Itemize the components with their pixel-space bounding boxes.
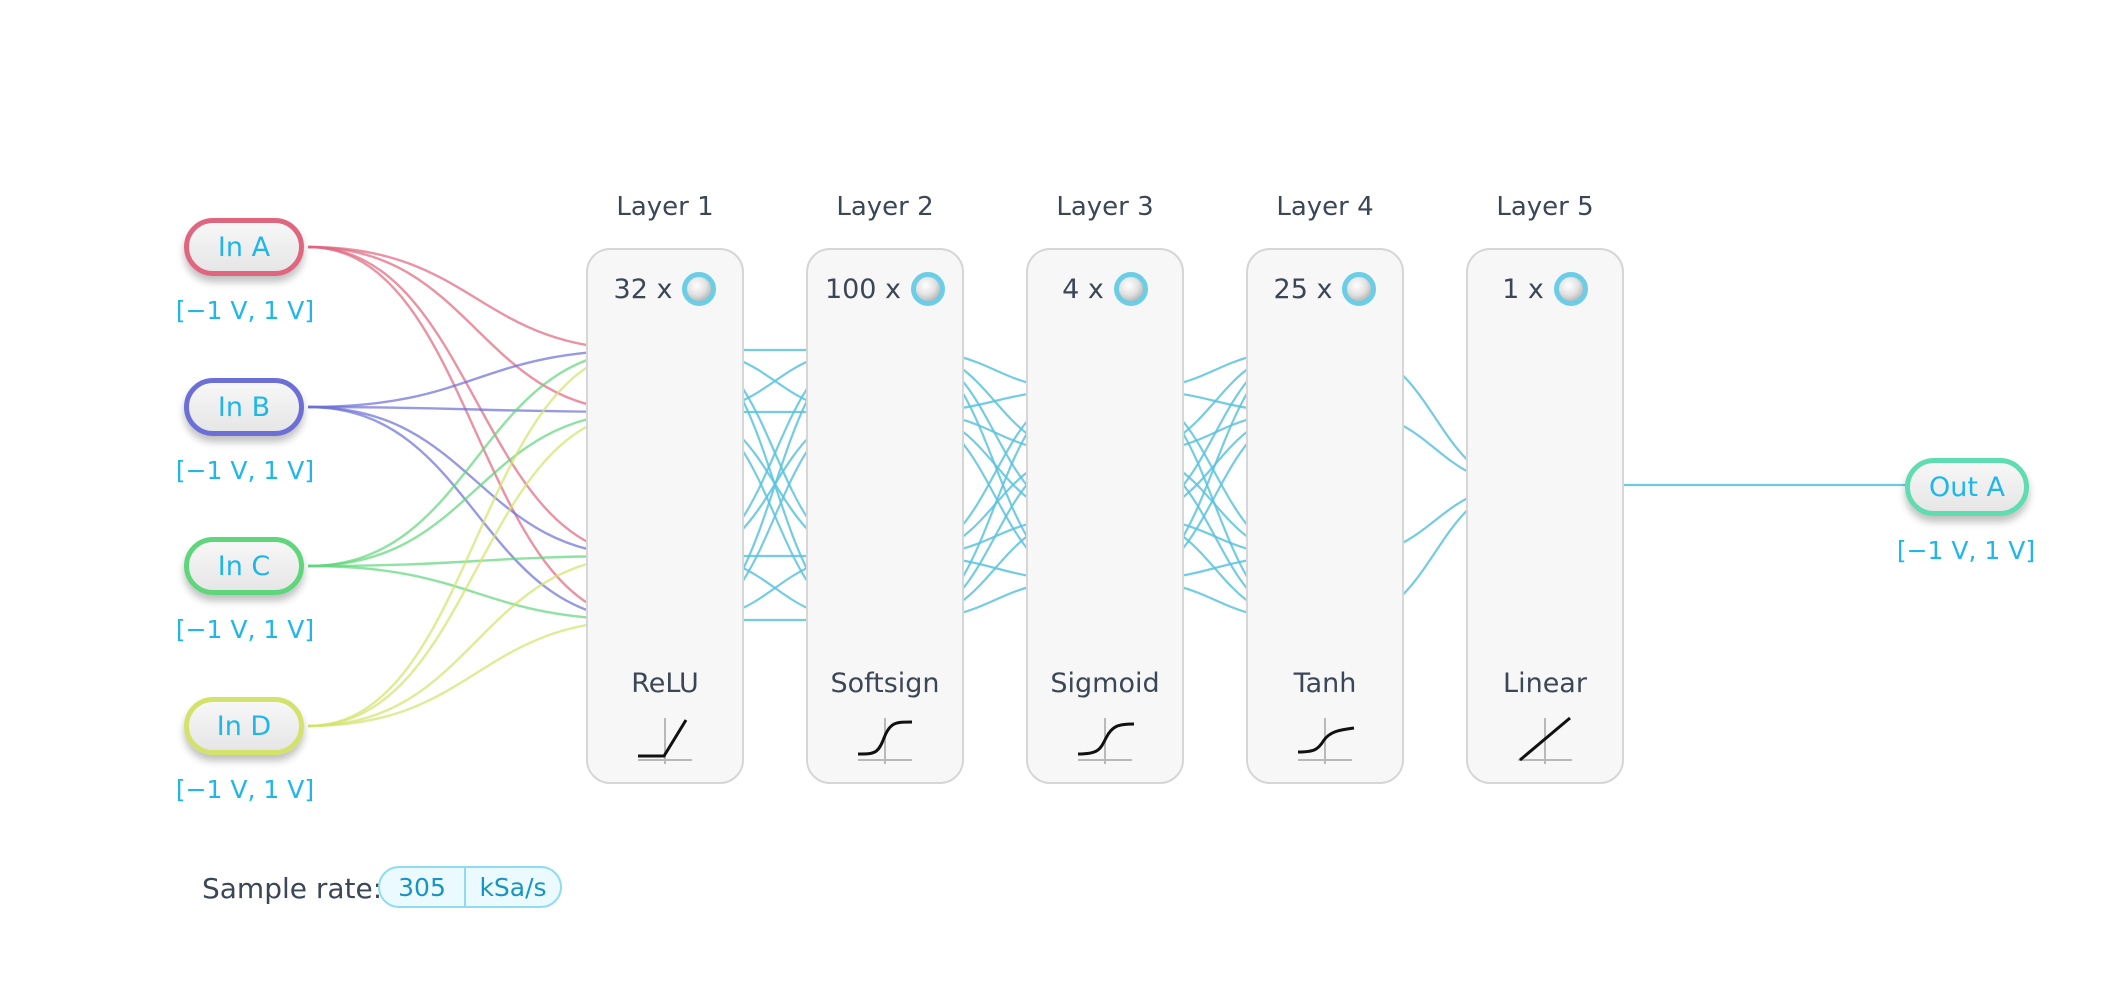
layer-size-knob[interactable] bbox=[1553, 272, 1588, 306]
sigmoid-icon bbox=[1077, 718, 1135, 764]
layer-2-title: Layer 2 bbox=[836, 192, 934, 222]
input-d-range: [−1 V, 1 V] bbox=[175, 775, 315, 804]
input-connection bbox=[307, 245, 646, 622]
relu-icon bbox=[638, 718, 692, 764]
input-connection bbox=[307, 410, 646, 568]
input-b-button[interactable]: In B bbox=[184, 378, 304, 436]
softsign-icon bbox=[857, 718, 913, 764]
input-connection bbox=[307, 618, 646, 728]
activation-name: Linear bbox=[1503, 668, 1587, 699]
input-connection bbox=[307, 564, 646, 622]
input-connection bbox=[307, 348, 646, 409]
layer-size-control[interactable]: 1 x bbox=[1468, 272, 1622, 306]
layer-5-panel: 1 x Linear bbox=[1466, 248, 1624, 784]
input-connection bbox=[307, 405, 646, 622]
sample-rate-value[interactable]: 305 bbox=[380, 868, 466, 906]
layer-size-knob[interactable] bbox=[1113, 272, 1148, 306]
layer-3-title: Layer 3 bbox=[1056, 192, 1154, 222]
input-connection bbox=[307, 245, 646, 352]
input-d-button[interactable]: In D bbox=[184, 697, 304, 755]
output-a-range: [−1 V, 1 V] bbox=[1896, 536, 2036, 565]
layer-size-text: 100 x bbox=[824, 273, 902, 305]
layer-size-knob[interactable] bbox=[1342, 272, 1377, 306]
input-connection bbox=[307, 348, 646, 568]
input-a-label: In A bbox=[217, 231, 271, 263]
output-a-label: Out A bbox=[1928, 471, 2005, 503]
input-connection bbox=[307, 554, 646, 728]
layer-size-text: 25 x bbox=[1273, 273, 1333, 305]
layer-size-control[interactable]: 32 x bbox=[588, 272, 742, 306]
layer-size-knob[interactable] bbox=[911, 272, 946, 306]
sample-rate-field[interactable]: 305 kSa/s bbox=[378, 866, 562, 908]
input-c-label: In C bbox=[217, 550, 271, 582]
input-c-range: [−1 V, 1 V] bbox=[175, 615, 315, 644]
layer-3-panel: 4 x Sigmoid bbox=[1026, 248, 1184, 784]
activation-name: Sigmoid bbox=[1050, 668, 1160, 699]
layer-size-control[interactable]: 100 x bbox=[808, 272, 962, 306]
input-a-button[interactable]: In A bbox=[184, 218, 304, 276]
input-b-range: [−1 V, 1 V] bbox=[175, 456, 315, 485]
sample-rate-label: Sample rate: bbox=[202, 872, 383, 905]
layer-size-text: 32 x bbox=[613, 273, 673, 305]
input-connection bbox=[307, 405, 646, 558]
input-connection bbox=[307, 245, 646, 558]
layer-4-panel: 25 x Tanh bbox=[1246, 248, 1404, 784]
input-connection bbox=[307, 245, 646, 414]
sample-rate-unit[interactable]: kSa/s bbox=[479, 872, 547, 902]
layer-2-panel: 100 x Softsign bbox=[806, 248, 964, 784]
layer-size-text: 1 x bbox=[1502, 273, 1544, 305]
input-c-button[interactable]: In C bbox=[184, 537, 304, 595]
input-b-label: In B bbox=[217, 391, 271, 423]
layer-size-control[interactable]: 25 x bbox=[1248, 272, 1402, 306]
layer-1-title: Layer 1 bbox=[616, 192, 714, 222]
activation-name: Tanh bbox=[1293, 668, 1357, 699]
input-connection bbox=[307, 410, 646, 728]
layer-size-control[interactable]: 4 x bbox=[1028, 272, 1182, 306]
input-d-label: In D bbox=[216, 710, 272, 742]
input-connection bbox=[307, 348, 646, 728]
layer-size-knob[interactable] bbox=[682, 272, 717, 306]
tanh-icon bbox=[1297, 718, 1355, 764]
activation-name: Softsign bbox=[830, 668, 940, 699]
output-a-button[interactable]: Out A bbox=[1905, 458, 2029, 516]
linear-icon bbox=[1518, 716, 1572, 764]
input-a-range: [−1 V, 1 V] bbox=[175, 296, 315, 325]
layer-1-panel: 32 x ReLU bbox=[586, 248, 744, 784]
layer-4-title: Layer 4 bbox=[1276, 192, 1374, 222]
activation-name: ReLU bbox=[631, 668, 699, 699]
layer-size-text: 4 x bbox=[1062, 273, 1104, 305]
layer-5-title: Layer 5 bbox=[1496, 192, 1594, 222]
